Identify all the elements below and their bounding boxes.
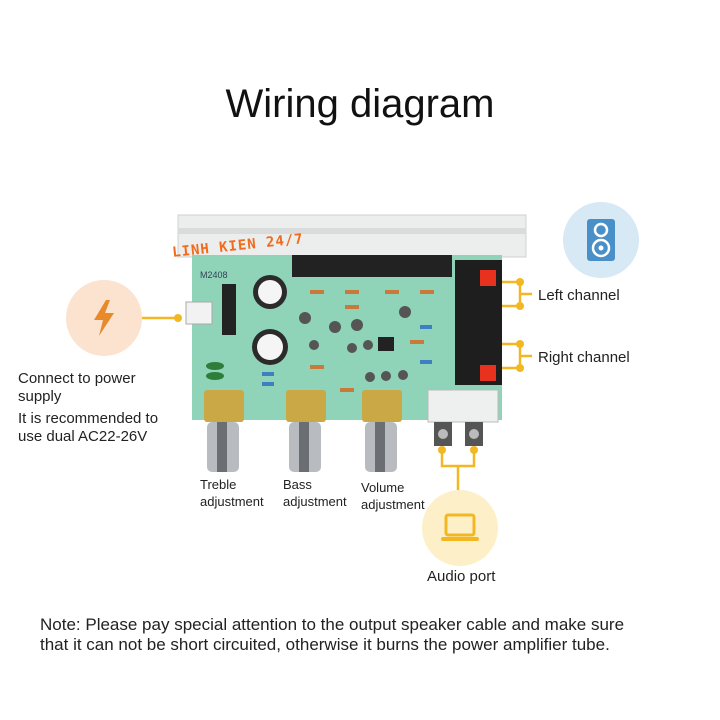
speaker-icon-circle: [563, 202, 639, 278]
power-label-4: use dual AC22-26V: [18, 428, 148, 445]
treble-label-2: adjustment: [200, 494, 264, 509]
power-icon-circle: [66, 280, 142, 356]
page-title: Wiring diagram: [225, 82, 495, 126]
board-marking: M2408: [200, 270, 228, 280]
volume-label-1: Volume: [361, 480, 405, 495]
audio-port-label: Audio port: [427, 568, 496, 585]
note: Note: Please pay special attention to th…: [40, 615, 624, 655]
speaker-icon: [587, 219, 615, 261]
volume-label-2: adjustment: [361, 497, 425, 512]
potentiometers: [204, 390, 402, 472]
bass-label-2: adjustment: [283, 494, 347, 509]
left-channel-label: Left channel: [538, 287, 620, 304]
lightning-bolt-icon: [94, 300, 114, 336]
power-label-1: Connect to power: [18, 370, 136, 387]
note-line-1: Note: Please pay special attention to th…: [40, 615, 625, 634]
treble-label-1: Treble: [200, 477, 237, 492]
bass-label-1: Bass: [283, 477, 312, 492]
power-wire-dot: [174, 314, 182, 322]
note-line-2: that it can not be short circuited, othe…: [40, 635, 610, 654]
audio-icon-circle: [422, 490, 498, 566]
right-channel-label: Right channel: [538, 349, 630, 366]
power-label-2: supply: [18, 388, 62, 405]
power-connector: [185, 301, 213, 325]
power-label-3: It is recommended to: [18, 410, 159, 427]
rca-jack-block: [427, 389, 499, 423]
laptop-icon: [441, 513, 479, 541]
